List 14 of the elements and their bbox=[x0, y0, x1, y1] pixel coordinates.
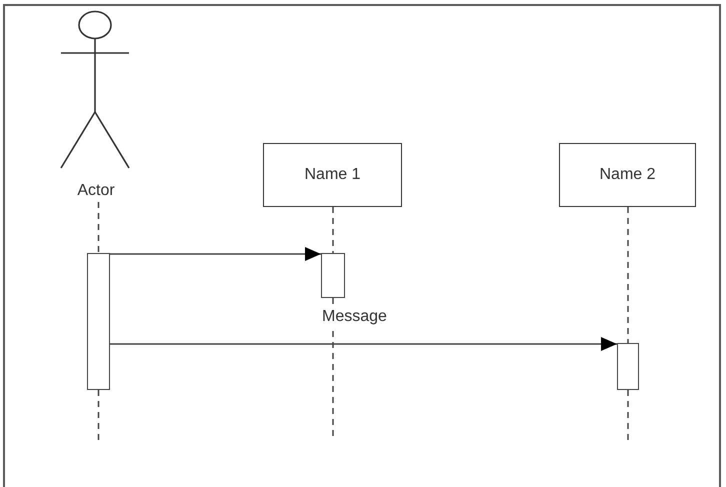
participant-box: Name 2 bbox=[559, 143, 696, 207]
lifeline bbox=[627, 207, 629, 343]
message-label: Message bbox=[322, 307, 387, 326]
activation-bar bbox=[321, 253, 345, 298]
message-arrow bbox=[110, 337, 617, 351]
participant-box: Name 1 bbox=[263, 143, 402, 207]
lifeline bbox=[98, 390, 100, 440]
lifeline bbox=[98, 202, 100, 253]
lifeline bbox=[627, 390, 629, 440]
actor-label: Actor bbox=[76, 182, 116, 200]
lifeline bbox=[332, 207, 334, 253]
message-arrow bbox=[110, 247, 321, 261]
activation-bar bbox=[617, 343, 639, 390]
activation-bar bbox=[87, 253, 110, 390]
